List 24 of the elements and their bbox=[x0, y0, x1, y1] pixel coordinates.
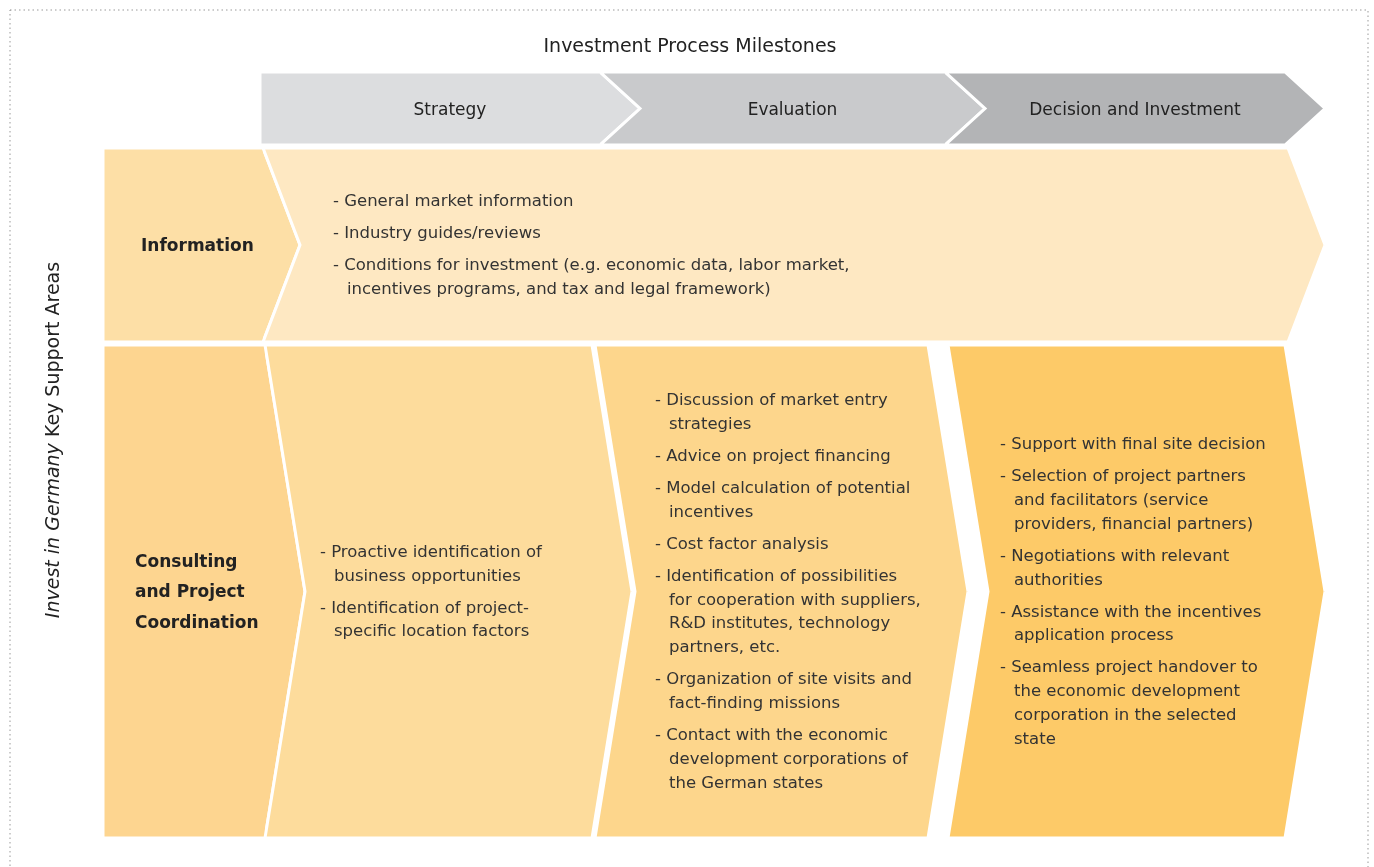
diagram-title: Investment Process Milestones bbox=[542, 34, 838, 56]
bullet-text: - Conditions for investment (e.g. economic data, labor market, incentives programs, and tax and legal framework) bbox=[333, 254, 851, 300]
bullet-text: - Industry guides/reviews bbox=[333, 222, 542, 245]
bullet-text: - Support with final site decision bbox=[1000, 432, 1267, 455]
bullet-text: - Organization of site visits and fact-finding missions bbox=[655, 668, 913, 715]
bullet-text: - Advice on project financing bbox=[655, 444, 892, 467]
bullet-text: - Discussion of market entry strategies bbox=[655, 389, 889, 435]
bullet-text: - General market information bbox=[333, 190, 575, 213]
support-area-label: Consulting and Project Coordination bbox=[135, 549, 260, 634]
milestone-label: Evaluation bbox=[747, 98, 838, 119]
bullet-text: - Model calculation of potential incentives bbox=[655, 476, 912, 523]
bullet-text: - Identification of possibilities for cooperation with suppliers, R&D institutes, technology partners, etc. bbox=[655, 564, 922, 659]
milestone-label: Decision and Investment bbox=[1029, 98, 1241, 119]
bullet-text: - Cost factor analysis bbox=[655, 532, 830, 555]
bullet-text: - Identification of project-specific location factors bbox=[320, 596, 531, 643]
bullet-text: - Contact with the economic development corporations of the German states bbox=[655, 724, 909, 794]
support-area-label: Information bbox=[141, 233, 255, 257]
bullet-text: - Negotiations with relevant authorities bbox=[1000, 544, 1231, 591]
bullet-text: - Assistance with the incentives application process bbox=[1000, 600, 1263, 647]
bullet-text: - Selection of project partners and facilitators (service providers, financial partners) bbox=[1000, 464, 1255, 535]
milestone-label: Strategy bbox=[413, 98, 487, 119]
bullet-text: - Seamless project handover to the economic development corporation in the selected state bbox=[1000, 656, 1259, 751]
axis-label: Invest in Germany Key Support Areas bbox=[41, 261, 63, 619]
bullet-text: - Proactive identification of business opportunities bbox=[320, 540, 543, 587]
